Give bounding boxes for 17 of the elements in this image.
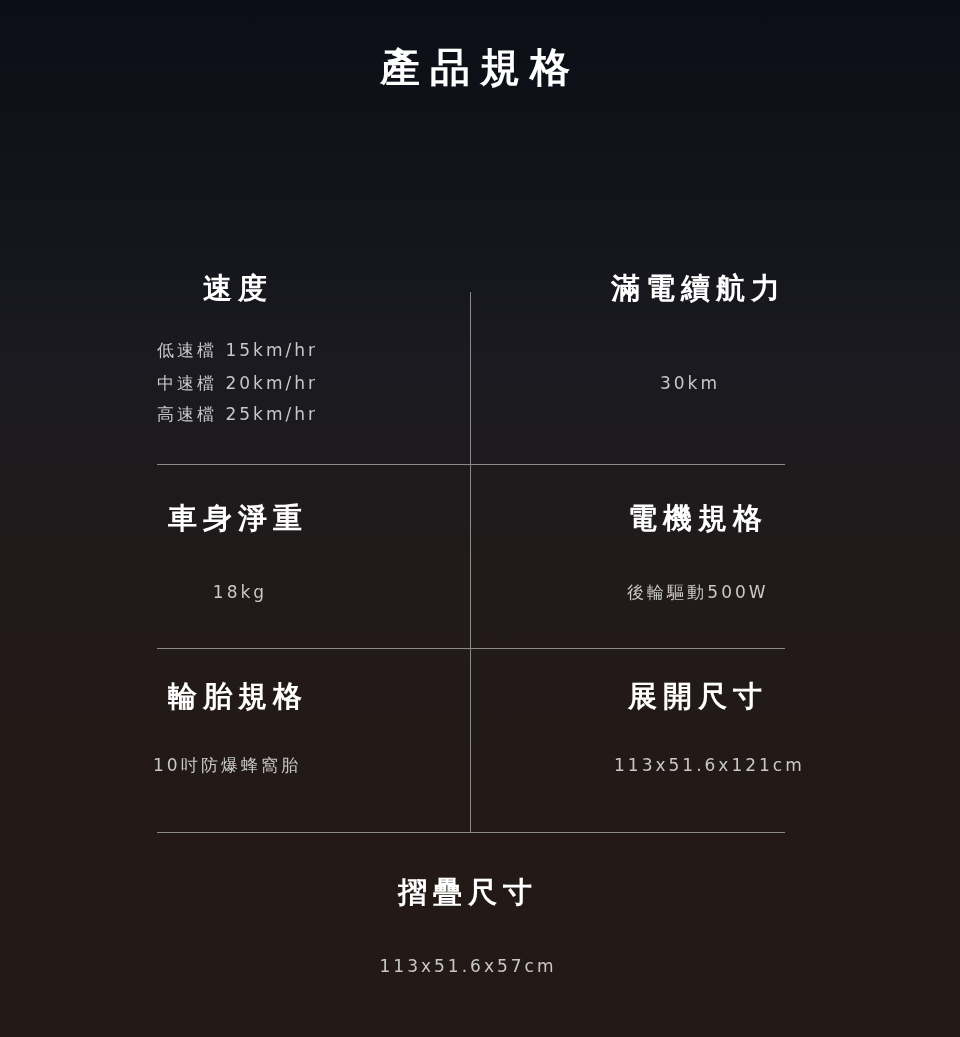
- spec-heading: 速度: [203, 270, 273, 306]
- spec-value: 113x51.6x121cm: [614, 754, 805, 776]
- spec-heading: 車身淨重: [168, 500, 308, 536]
- spec-value: 後輪驅動500W: [627, 581, 769, 603]
- spec-value: 10吋防爆蜂窩胎: [153, 754, 301, 776]
- spec-value: 低速檔 15km/hr: [157, 339, 318, 361]
- spec-value: 高速檔 25km/hr: [157, 403, 318, 425]
- spec-heading: 展開尺寸: [628, 678, 768, 714]
- spec-heading: 滿電續航力: [610, 270, 786, 306]
- spec-heading: 摺疊尺寸: [398, 874, 538, 910]
- spec-heading: 電機規格: [628, 500, 768, 536]
- spec-value: 18kg: [212, 581, 268, 603]
- spec-heading: 輪胎規格: [168, 678, 308, 714]
- spec-value: 中速檔 20km/hr: [157, 372, 318, 394]
- spec-value: 113x51.6x57cm: [379, 955, 557, 977]
- spec-value: 30km: [660, 372, 720, 394]
- page-title: 產品規格: [380, 43, 580, 92]
